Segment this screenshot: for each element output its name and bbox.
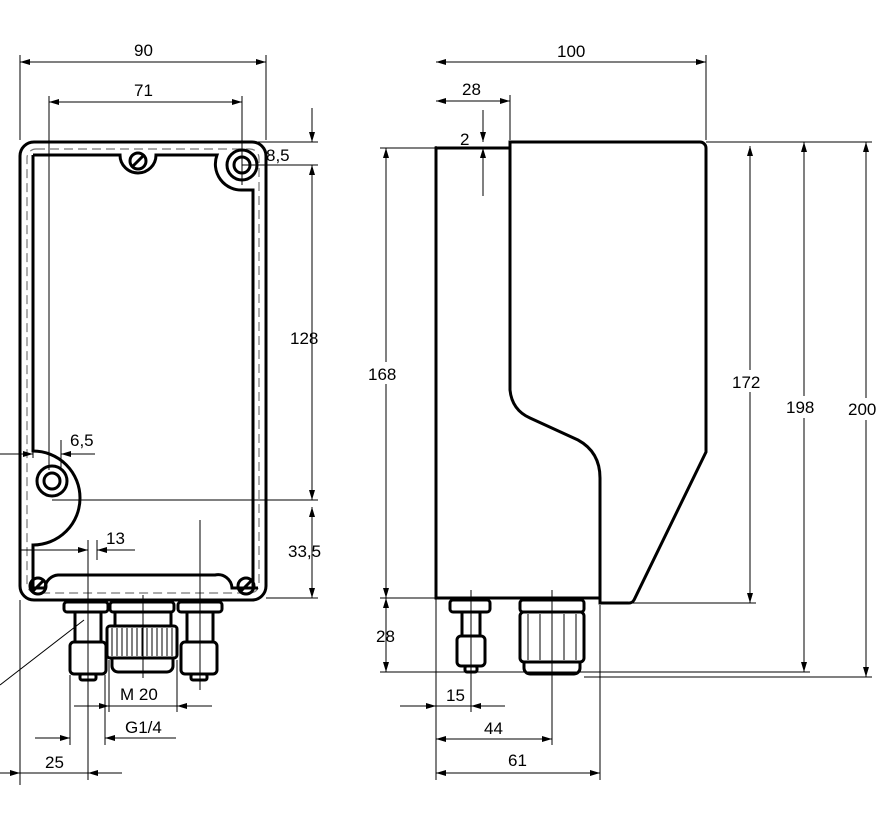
dim-g1-4: G1/4 bbox=[125, 718, 162, 737]
seal-line bbox=[26, 148, 260, 594]
side-housing-outline bbox=[434, 140, 708, 605]
dim-90: 90 bbox=[134, 41, 153, 60]
dim-128: 128 bbox=[290, 329, 318, 348]
dim-8-5: 8,5 bbox=[266, 146, 290, 165]
front-dimensions: 90 71 8,5 128 33,5 6,5 13 M 20 G1/4 25 bbox=[0, 41, 321, 785]
side-pressure-fitting bbox=[448, 598, 492, 674]
dim-15: 15 bbox=[446, 686, 465, 705]
dim-13: 13 bbox=[106, 529, 125, 548]
housing-outline bbox=[18, 140, 268, 602]
gland-knurl bbox=[111, 628, 173, 656]
dim-71: 71 bbox=[134, 81, 153, 100]
dim-200: 200 bbox=[848, 400, 876, 419]
dim-2: 2 bbox=[460, 130, 469, 149]
dim-6-5: 6,5 bbox=[70, 431, 94, 450]
dim-100: 100 bbox=[557, 42, 585, 61]
screw-icon bbox=[28, 576, 48, 596]
lid-profile bbox=[508, 142, 602, 598]
dim-172: 172 bbox=[732, 373, 760, 392]
pressure-fitting-left bbox=[62, 600, 110, 682]
side-gland-knurl bbox=[527, 614, 577, 660]
dim-198: 198 bbox=[786, 398, 814, 417]
screw-icon bbox=[128, 151, 148, 171]
dim-m20: M 20 bbox=[120, 685, 158, 704]
dim-28-bottom: 28 bbox=[376, 627, 395, 646]
dim-25: 25 bbox=[45, 753, 64, 772]
side-view bbox=[434, 140, 708, 676]
dim-28-top: 28 bbox=[462, 80, 481, 99]
dim-44: 44 bbox=[484, 719, 503, 738]
dim-61: 61 bbox=[508, 751, 527, 770]
leader-line bbox=[0, 619, 85, 686]
mounting-hole-icon bbox=[35, 464, 69, 498]
dim-33-5: 33,5 bbox=[288, 542, 321, 561]
inner-cavity bbox=[31, 153, 258, 590]
side-dimensions: 100 28 2 168 28 172 198 200 15 44 61 bbox=[366, 42, 886, 780]
dim-168: 168 bbox=[368, 365, 396, 384]
screw-icon bbox=[236, 576, 256, 596]
